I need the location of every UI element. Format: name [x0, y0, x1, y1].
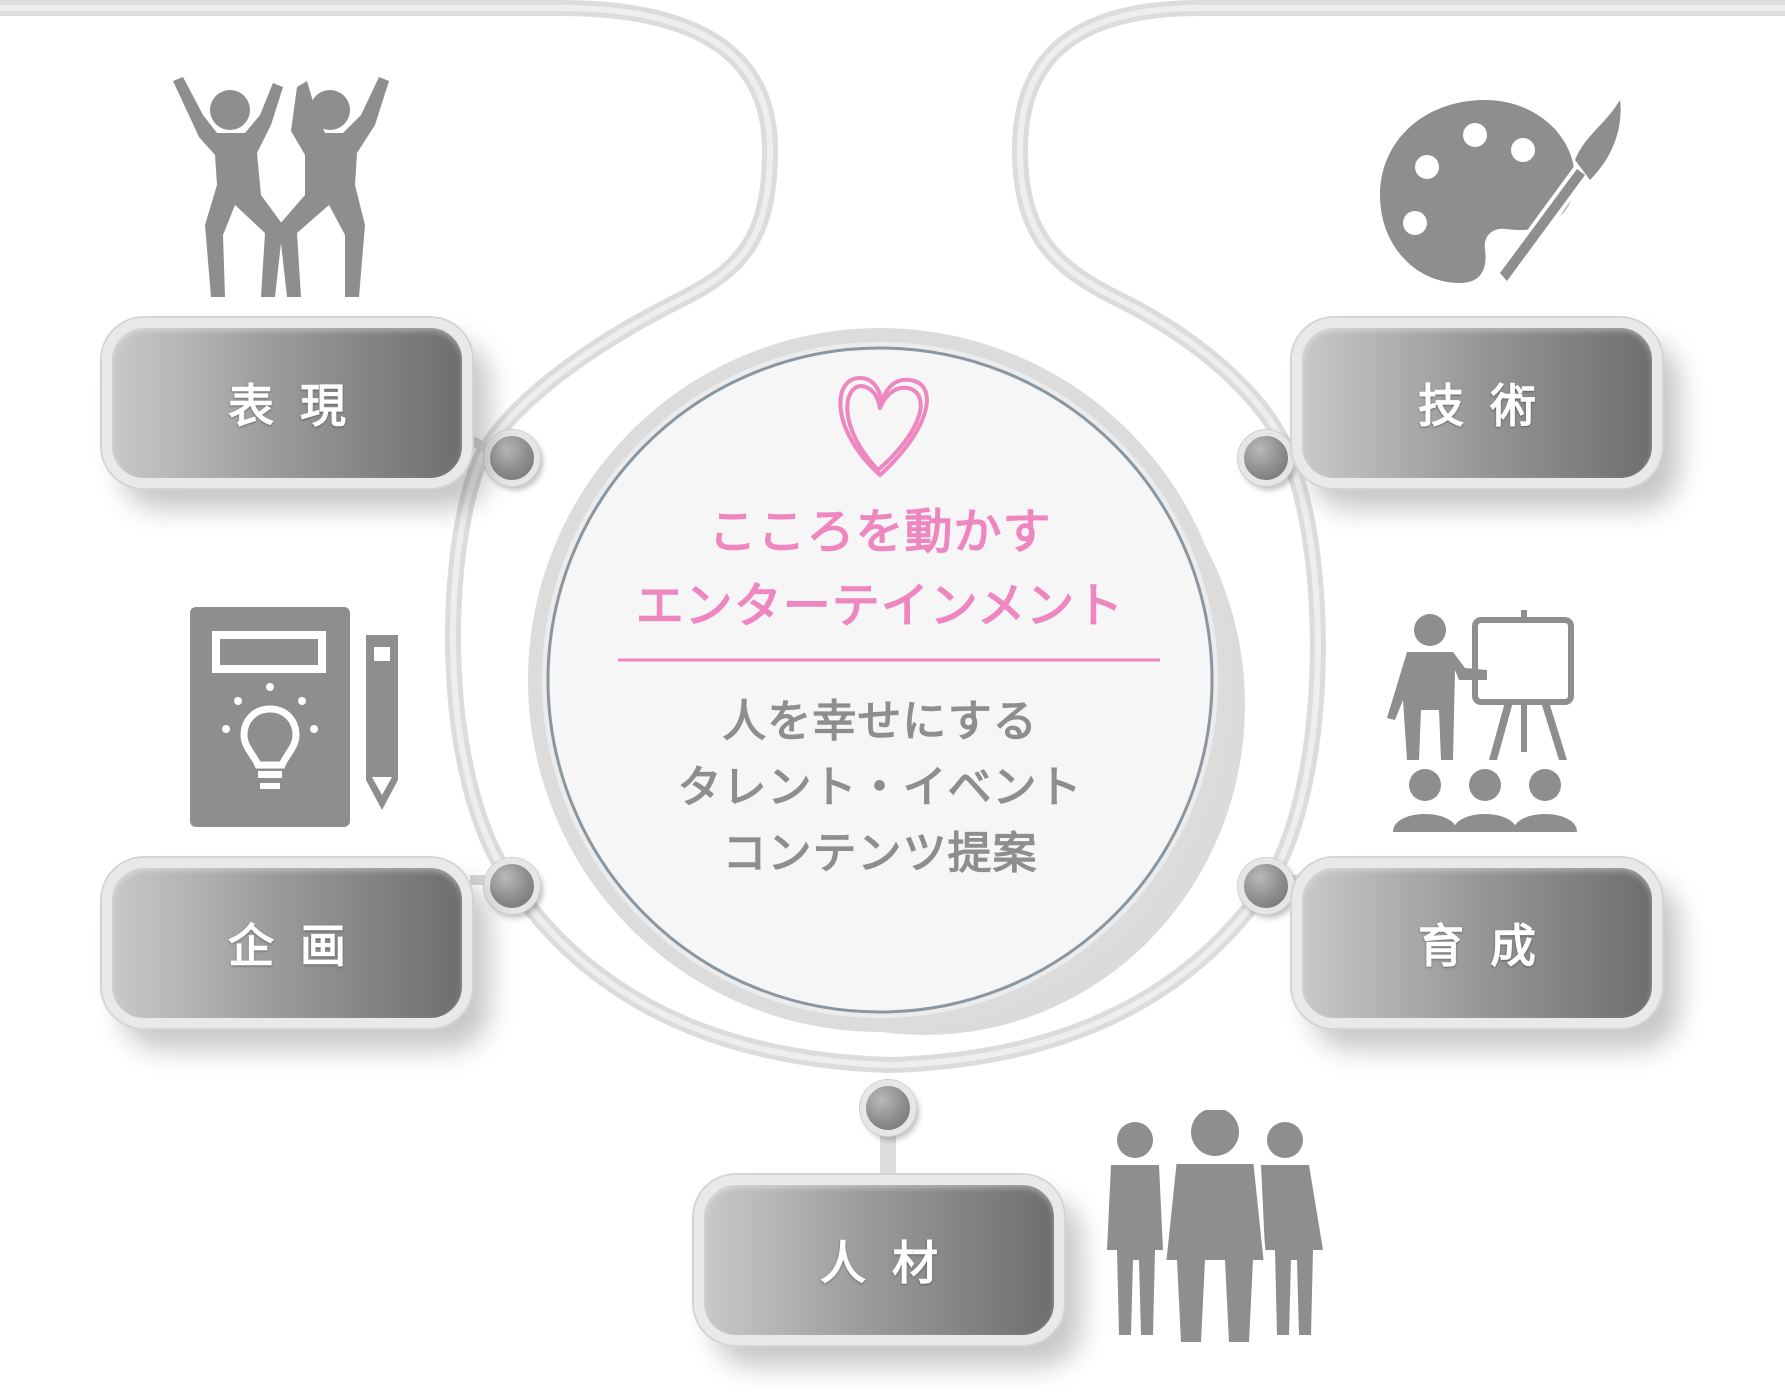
connector-dot-expression	[484, 430, 540, 486]
connector-dot-talent	[860, 1080, 916, 1136]
node-technique[interactable]: 技術	[1292, 318, 1662, 488]
node-expression-label: 表現	[228, 379, 372, 433]
connector-dot-planning	[484, 858, 540, 914]
node-talent-label: 人材	[820, 1236, 964, 1290]
notebook-idea-icon	[190, 607, 398, 827]
connector-dot-training	[1238, 858, 1294, 914]
palette-icon	[1380, 100, 1621, 287]
node-expression[interactable]: 表現	[102, 318, 472, 488]
sub-line-2: タレント・イベント	[677, 762, 1083, 813]
headline-line-1: こころを動かす	[708, 504, 1052, 560]
node-technique-label: 技術	[1418, 379, 1562, 433]
dancing-people-icon	[173, 77, 389, 297]
node-training[interactable]: 育成	[1292, 858, 1662, 1028]
sub-line-3: コンテンツ提案	[722, 828, 1038, 879]
connector-dot-technique	[1238, 430, 1294, 486]
node-talent[interactable]: 人材	[694, 1175, 1064, 1345]
node-training-label: 育成	[1418, 919, 1562, 973]
node-planning-label: 企画	[228, 919, 372, 973]
group-people-icon	[1107, 1110, 1323, 1342]
headline-line-2: エンターテインメント	[635, 578, 1125, 634]
sub-line-1: 人を幸せにする	[722, 696, 1038, 747]
node-planning[interactable]: 企画	[102, 858, 472, 1028]
heart-icon	[838, 376, 929, 477]
presentation-icon	[1387, 610, 1577, 832]
